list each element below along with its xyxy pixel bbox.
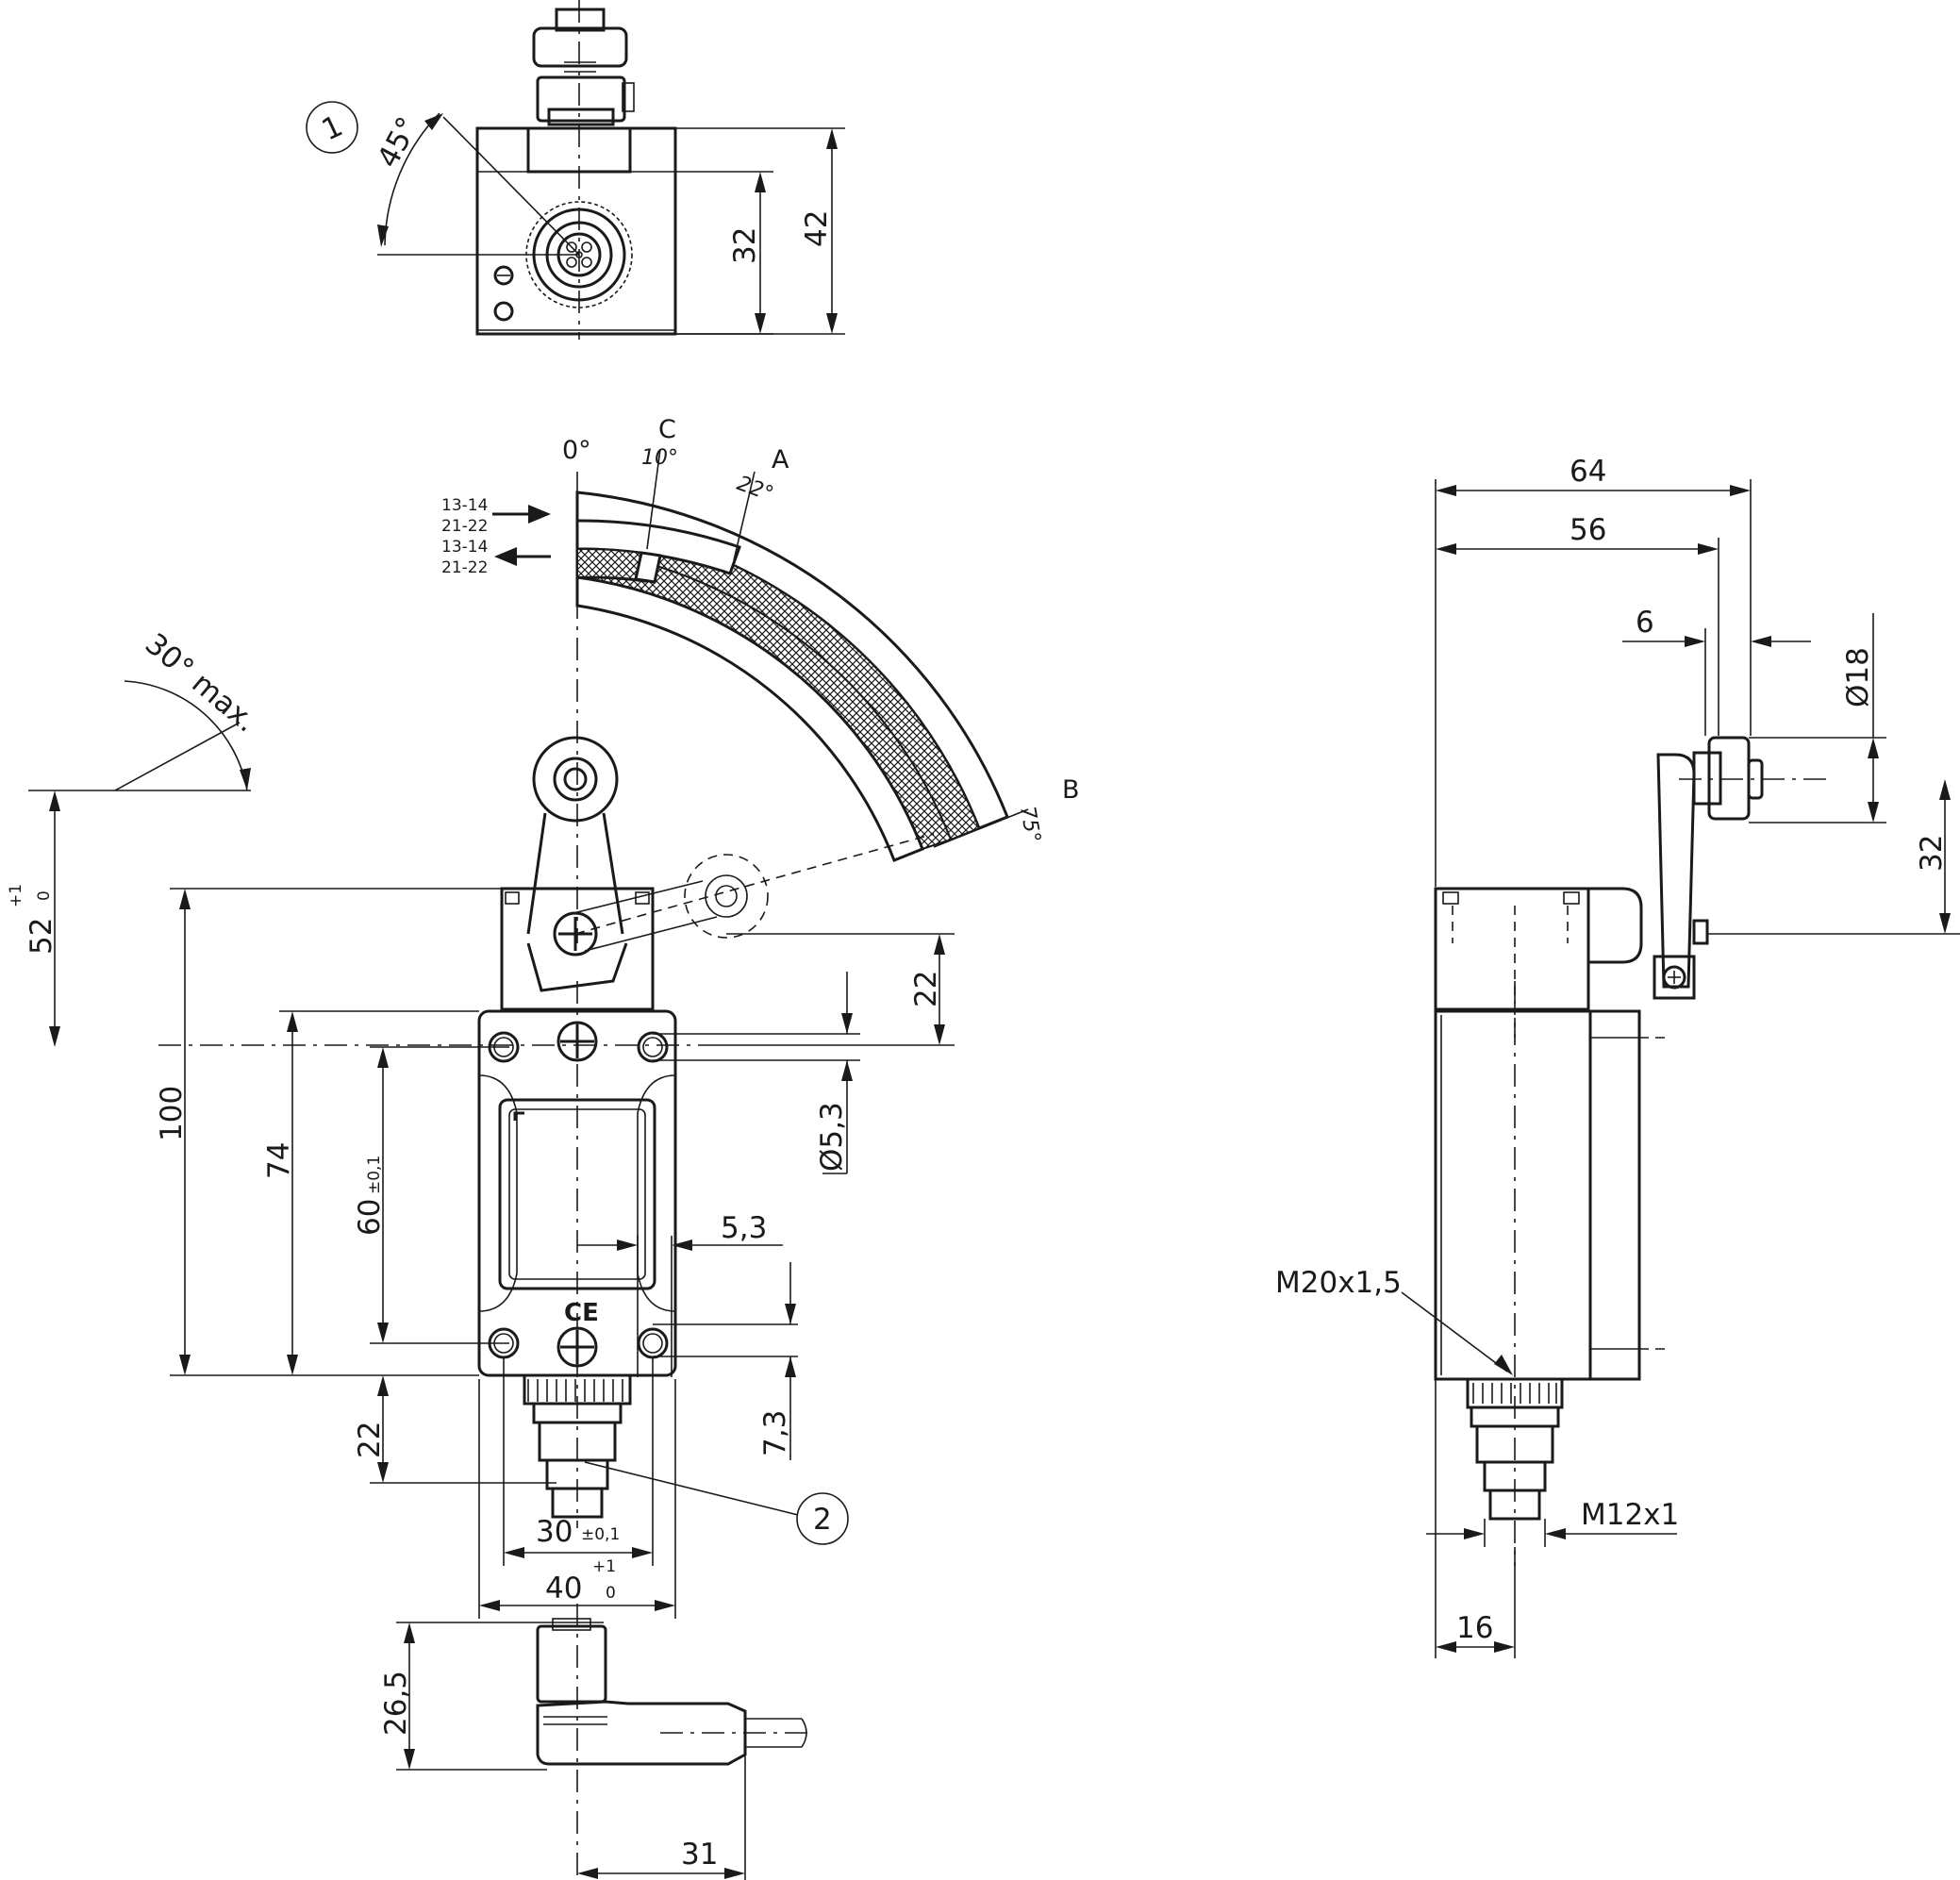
dim-5-3: 5,3: [721, 1211, 767, 1245]
dim-40: 40: [545, 1572, 582, 1605]
dim-32-top: 32: [728, 227, 762, 264]
dim-74: 74: [262, 1142, 296, 1179]
actuation-diagram: 0° C 10° A 22° B 75° 13-14 21-22 13-14 2…: [441, 415, 1080, 943]
dim-16: 16: [1456, 1611, 1493, 1645]
contact-label-1: 13-14: [441, 496, 488, 515]
dim-22-bottom: 22: [353, 1422, 387, 1458]
ce-mark: CE: [564, 1299, 599, 1327]
dim-52: 52: [25, 918, 58, 955]
dim-32-side: 32: [1915, 835, 1949, 872]
tol-40-lower: 0: [606, 1584, 616, 1603]
tol-40-upper: +1: [592, 1557, 616, 1576]
dim-30: 30: [536, 1515, 573, 1549]
contact-label-3: 13-14: [441, 538, 488, 557]
angle-45-label: 45°: [371, 111, 425, 173]
label-b: B: [1062, 775, 1080, 805]
label-c: C: [658, 415, 676, 444]
dim-hole: Ø5,3: [815, 1102, 849, 1172]
callout-1: 1: [317, 108, 348, 147]
dim-60: 60: [353, 1199, 387, 1236]
angle-75: 75°: [1015, 805, 1044, 845]
dim-26-5: 26,5: [379, 1671, 413, 1736]
tol-30: ±0,1: [581, 1525, 620, 1544]
front-view: CE 30° max. 52 +1 0: [7, 627, 955, 1880]
tol-52-upper: +1: [7, 884, 25, 907]
dim-56: 56: [1570, 513, 1606, 547]
angle-0: 0°: [562, 436, 591, 465]
angle-10: 10°: [641, 446, 678, 470]
dim-22-top: 22: [909, 971, 943, 1007]
dim-7-3: 7,3: [758, 1410, 792, 1456]
thread-m12: M12x1: [1581, 1498, 1679, 1532]
dim-6: 6: [1636, 606, 1654, 640]
callout-2: 2: [813, 1503, 832, 1537]
contact-label-2: 21-22: [441, 517, 488, 536]
angle-22: 22°: [734, 472, 776, 507]
dim-d18: Ø18: [1841, 647, 1875, 707]
contact-label-4: 21-22: [441, 558, 488, 577]
tol-60: ±0,1: [365, 1156, 384, 1194]
dim-100: 100: [155, 1086, 189, 1141]
side-view: 64 56 6 Ø18 32 M20x1,5: [1275, 455, 1960, 1658]
thread-m20: M20x1,5: [1275, 1266, 1402, 1300]
dim-42: 42: [800, 210, 834, 247]
dim-64: 64: [1570, 455, 1606, 489]
top-view: 45° 1 32 42: [306, 0, 845, 340]
lever-angle-label: 30° max.: [139, 627, 263, 740]
dim-31: 31: [681, 1838, 718, 1872]
tol-52-lower: 0: [35, 890, 54, 901]
label-a: A: [772, 445, 789, 474]
